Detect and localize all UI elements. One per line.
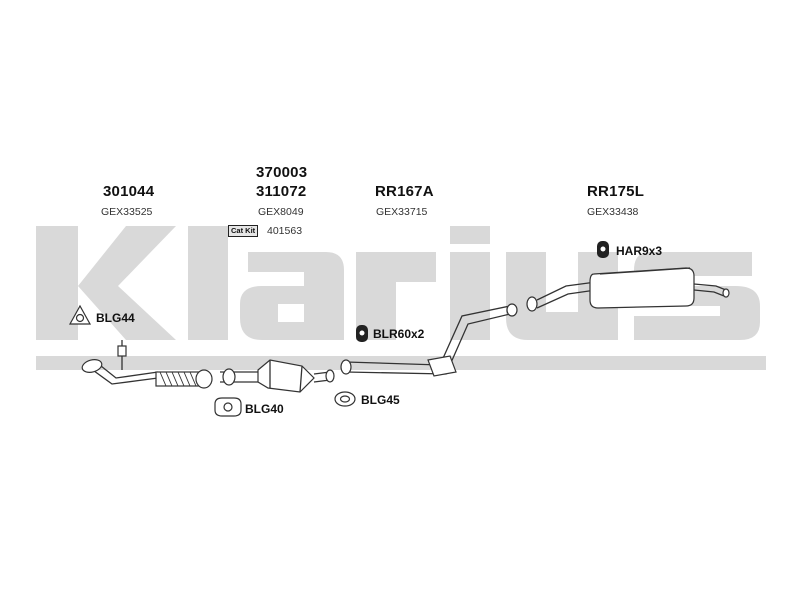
rubber-mount-icon [356,325,368,342]
ref-code-gex33438: GEX33438 [587,206,639,218]
rear-silencer [526,267,730,312]
cat-kit-badge: Cat Kit [228,225,259,237]
fitting-label-blg40: BLG40 [245,402,284,416]
part-number-370003: 370003 [256,164,308,181]
rubber-hanger-icon [597,241,609,258]
flex-joint [155,369,213,389]
cat-kit-ref: 401563 [267,225,303,237]
fitting-label-blg45: BLG45 [361,393,400,407]
fitting-label-blr60x2: BLR60x2 [373,327,425,341]
catalytic-converter [220,359,335,393]
gasket-triangle-icon [68,304,92,325]
front-downpipe [81,340,159,385]
ref-code-gex33715: GEX33715 [376,206,428,218]
ref-code-gex33525: GEX33525 [101,206,153,218]
ref-code-gex8049: GEX8049 [258,206,304,218]
part-number-rr175l: RR175L [587,183,645,200]
part-number-311072: 311072 [256,183,307,200]
intermediate-pipe [340,303,518,377]
gasket-oval-icon [334,391,356,407]
fitting-label-blg44: BLG44 [96,311,135,325]
gasket-flange-icon [214,397,242,417]
part-number-301044: 301044 [103,183,155,200]
fitting-label-har9x3: HAR9x3 [616,244,663,258]
part-number-rr167a: RR167A [375,183,434,200]
